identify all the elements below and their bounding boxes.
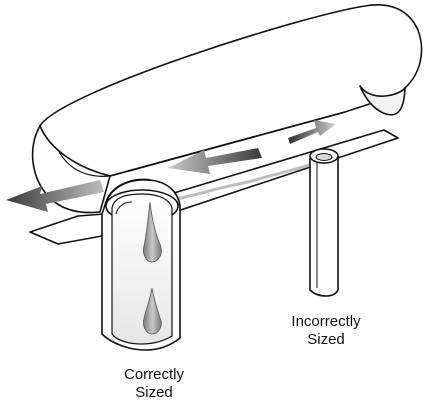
flow-arrow-left xyxy=(6,180,104,212)
correctly-sized-label: Correctly Sized xyxy=(96,366,212,402)
flow-arrow-middle xyxy=(168,148,262,174)
incorrectly-sized-label: Incorrectly Sized xyxy=(268,313,384,349)
incorrectly-sized-line1: Incorrectly xyxy=(291,313,361,330)
incorrect-drain xyxy=(309,148,339,297)
correct-drain xyxy=(101,178,181,351)
flow-arrow-right xyxy=(288,120,336,144)
half-pipe xyxy=(29,4,423,245)
correctly-sized-line1: Correctly xyxy=(123,366,184,383)
water-drops xyxy=(143,201,162,335)
water-film xyxy=(148,162,314,207)
incorrectly-sized-line2: Sized xyxy=(307,331,345,348)
correctly-sized-line2: Sized xyxy=(135,384,173,401)
